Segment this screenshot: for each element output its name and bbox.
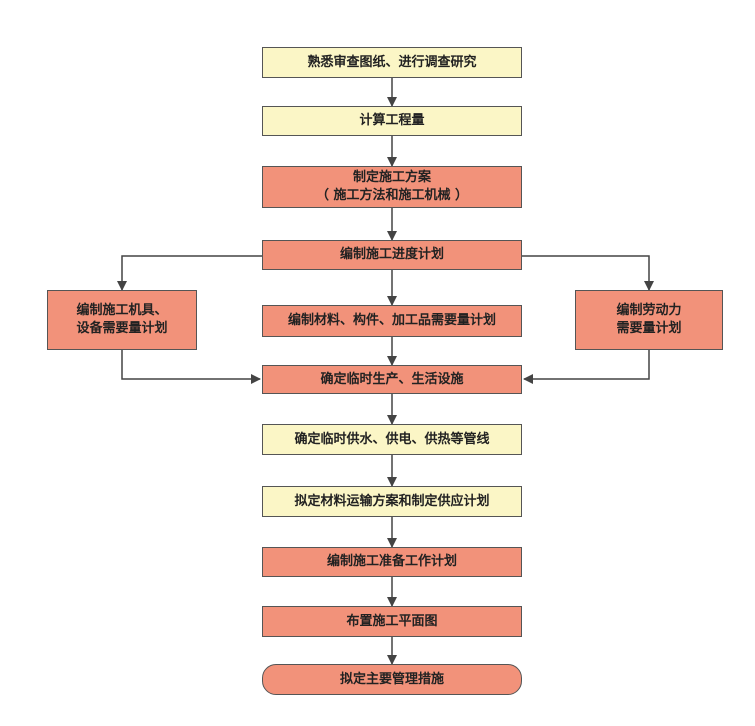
- step-review-drawings: 熟悉审查图纸、进行调查研究: [262, 47, 522, 78]
- step-construction-plan-sublabel: （ 施工方法和施工机械 ）: [315, 188, 469, 203]
- arrow-s4-right: [522, 255, 654, 291]
- step-management-measures-label: 拟定主要管理措施: [339, 671, 444, 687]
- step-equipment-plan-label: 编制施工机具、: [76, 303, 168, 318]
- step-temporary-facilities-label: 确定临时生产、生活设施: [320, 371, 464, 387]
- step-transport-supply: 拟定材料运输方案和制定供应计划: [262, 486, 522, 517]
- step-utility-lines: 确定临时供水、供电、供热等管线: [262, 424, 522, 455]
- step-utility-lines-label: 确定临时供水、供电、供热等管线: [294, 431, 490, 447]
- step-management-measures: 拟定主要管理措施: [262, 664, 522, 695]
- step-equipment-plan-sublabel: 设备需要量计划: [76, 321, 168, 336]
- step-preparation-plan-label: 编制施工准备工作计划: [326, 554, 457, 569]
- step-transport-supply-label: 拟定材料运输方案和制定供应计划: [294, 493, 490, 509]
- step-labor-plan: 编制劳动力 需要量计划: [575, 290, 723, 350]
- step-calculate-quantities: 计算工程量: [262, 106, 522, 136]
- step-calculate-quantities-label: 计算工程量: [359, 113, 425, 128]
- arrow-right-s6: [523, 350, 650, 384]
- step-site-layout: 布置施工平面图: [262, 606, 522, 637]
- arrow-left-s6: [121, 350, 261, 384]
- step-labor-plan-sublabel: 需要量计划: [616, 321, 682, 336]
- step-progress-schedule: 编制施工进度计划: [262, 240, 522, 270]
- step-site-layout-label: 布置施工平面图: [346, 613, 438, 629]
- step-preparation-plan: 编制施工准备工作计划: [262, 547, 522, 577]
- step-materials-plan: 编制材料、构件、加工品需要量计划: [262, 305, 522, 337]
- step-construction-plan: 制定施工方案 （ 施工方法和施工机械 ）: [262, 166, 522, 208]
- step-construction-plan-label: 制定施工方案: [352, 170, 431, 185]
- arrow-s4-left: [117, 255, 262, 291]
- step-equipment-plan: 编制施工机具、 设备需要量计划: [47, 290, 197, 350]
- step-temporary-facilities: 确定临时生产、生活设施: [262, 365, 522, 394]
- step-progress-schedule-label: 编制施工进度计划: [339, 247, 444, 262]
- step-review-drawings-label: 熟悉审查图纸、进行调查研究: [307, 54, 477, 70]
- step-materials-plan-label: 编制材料、构件、加工品需要量计划: [287, 313, 496, 328]
- step-labor-plan-label: 编制劳动力: [616, 303, 682, 318]
